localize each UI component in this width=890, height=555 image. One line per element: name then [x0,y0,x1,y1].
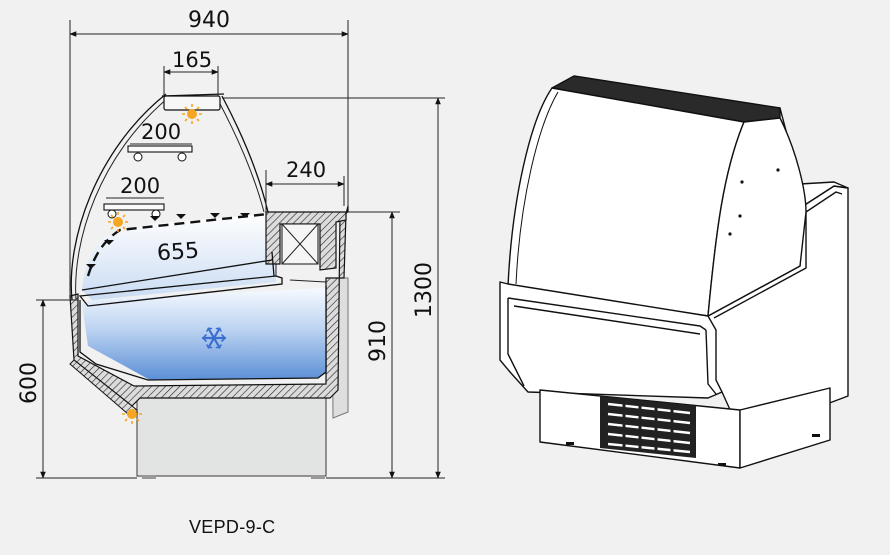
cold-zone [82,288,326,380]
rear-counter-block [265,211,347,271]
dimension-labels: 940 165 200 200 240 655 1300 910 600 [17,8,437,404]
lamp-icon [108,212,128,232]
upper-shelf [127,145,193,162]
model-caption: VEPD-9-C [189,517,276,537]
dim-display-depth: 655 [156,238,200,266]
lower-shelf [103,203,165,219]
foot-right [311,475,325,479]
foot-left [142,475,156,479]
cold-zone-upper [82,214,276,300]
dim-overall-width: 940 [188,8,230,33]
dim-front-height: 600 [17,362,42,404]
dim-lamp-width: 165 [172,48,212,72]
front-glass [70,93,167,301]
lamp-housing [163,95,221,111]
dim-lower-shelf: 200 [120,174,160,198]
side-screws [728,168,780,236]
base-side [739,387,831,469]
rear-glass [221,95,269,213]
dim-total-height: 1300 [412,262,437,318]
dim-upper-shelf: 200 [141,120,181,144]
curved-glass-front [507,87,745,317]
dim-top-counter: 240 [286,158,326,182]
air-curtain [86,212,269,277]
lamp-icon [182,104,202,124]
lamp-icon [122,409,142,424]
isometric-view [499,75,849,469]
base-housing [136,387,327,477]
dim-counter-height: 910 [366,320,391,362]
snowflake-icon [201,327,227,349]
air-vents [86,213,250,269]
front-counter [499,281,723,399]
side-section-view [69,93,349,479]
dimension-lines [36,20,445,479]
